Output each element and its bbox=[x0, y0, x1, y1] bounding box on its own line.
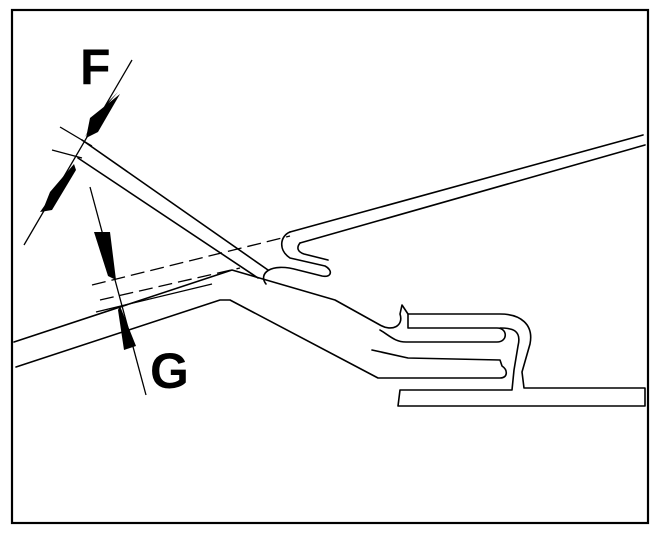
reference-lines bbox=[91, 235, 291, 313]
label-g: G bbox=[150, 343, 189, 399]
g-arrow-lower bbox=[118, 306, 136, 350]
left-panel bbox=[51, 126, 269, 279]
diagram-border bbox=[10, 8, 650, 525]
lower-panel bbox=[13, 269, 646, 407]
dimension-g: G bbox=[89, 186, 189, 399]
g-arrow-upper bbox=[94, 232, 116, 280]
dimension-f: F bbox=[23, 39, 133, 246]
upper-panel bbox=[262, 134, 646, 285]
label-f: F bbox=[80, 39, 111, 95]
